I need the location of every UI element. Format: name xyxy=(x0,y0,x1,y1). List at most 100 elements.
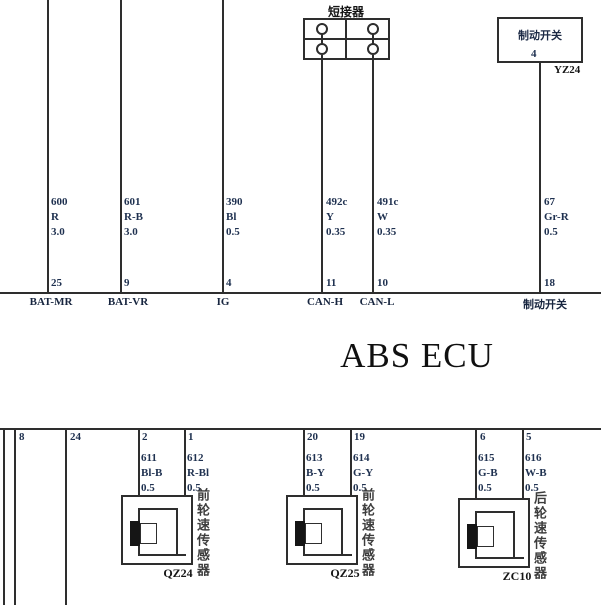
ecu-pin-25: 25 xyxy=(51,277,62,289)
circuit-number: 491c xyxy=(377,196,399,208)
ecu-pin-19: 19 xyxy=(354,431,365,443)
wire-color-code: Bl-B xyxy=(141,467,163,479)
abs-ecu-title: ABS ECU xyxy=(340,336,494,375)
jumper-contact-circle xyxy=(316,23,328,35)
jumper-link-right xyxy=(372,33,374,45)
wire-gauge: 0.35 xyxy=(377,226,397,238)
brake-switch-pin: 4 xyxy=(531,48,537,60)
brake-switch-box xyxy=(497,17,583,63)
ecu-pin-6: 6 xyxy=(480,431,486,443)
sensor-stub-zc10 xyxy=(513,557,524,559)
wire-492c xyxy=(321,55,323,292)
circuit-number: 600 xyxy=(51,196,68,208)
circuit-number: 613 xyxy=(306,452,323,464)
wire-label-614: 614 G-Y 0.5 xyxy=(353,451,373,496)
sensor-coil-qz25 xyxy=(303,508,343,556)
sensor-core-qz24 xyxy=(140,523,157,544)
wire-label-492c: 492c Y 0.35 xyxy=(326,195,347,240)
ecu-pin-2: 2 xyxy=(142,431,148,443)
jumper-contact-circle xyxy=(367,23,379,35)
wire-gauge: 0.5 xyxy=(187,482,201,494)
circuit-number: 492c xyxy=(326,196,348,208)
ecu-pin-10: 10 xyxy=(377,277,388,289)
sensor-stub-qz24 xyxy=(176,554,186,556)
wire-615 xyxy=(475,428,477,556)
terminal-ig: IG xyxy=(216,296,230,308)
wire-color-code: R-Bl xyxy=(187,467,209,479)
circuit-number: 67 xyxy=(544,196,555,208)
wire-color-code: Y xyxy=(326,211,334,223)
brake-switch-connector-code: YZ24 xyxy=(554,64,581,76)
jumper-contact-circle xyxy=(367,43,379,55)
circuit-number: 601 xyxy=(124,196,141,208)
wire-390 xyxy=(222,0,224,292)
ecu-pin-1: 1 xyxy=(188,431,194,443)
wire-gauge: 0.5 xyxy=(306,482,320,494)
sensor-name-qz24: 前轮速传感器 xyxy=(195,488,210,578)
ecu-pin-20: 20 xyxy=(307,431,318,443)
wire-601 xyxy=(120,0,122,292)
ecu-bottom-edge xyxy=(0,428,601,430)
ecu-pin-18: 18 xyxy=(544,277,555,289)
jumper-link-left xyxy=(321,33,323,45)
sensor-name-qz25: 前轮速传感器 xyxy=(360,488,375,578)
sensor-core-zc10 xyxy=(477,526,494,547)
connector-code-zc10: ZC10 xyxy=(502,569,532,583)
wire-pin-8 xyxy=(14,428,16,605)
wire-label-613: 613 B-Y 0.5 xyxy=(306,451,325,496)
sensor-stub-qz25 xyxy=(341,554,352,556)
circuit-number: 390 xyxy=(226,196,243,208)
circuit-number: 611 xyxy=(141,452,157,464)
ecu-pin-9: 9 xyxy=(124,277,130,289)
wire-label-390: 390 Bl 0.5 xyxy=(226,195,243,240)
ecu-pin-4: 4 xyxy=(226,277,232,289)
circuit-number: 614 xyxy=(353,452,370,464)
circuit-number: 615 xyxy=(478,452,495,464)
wire-label-601: 601 R-B 3.0 xyxy=(124,195,143,240)
wire-color-code: Bl xyxy=(226,211,237,223)
connector-code-qz25: QZ25 xyxy=(330,566,360,580)
wire-color-code: R-B xyxy=(124,211,143,223)
terminal-can-h: CAN-H xyxy=(306,296,344,308)
sensor-element-qz25 xyxy=(295,521,305,546)
wire-color-code: W xyxy=(377,211,388,223)
wire-gauge: 0.5 xyxy=(353,482,367,494)
sensor-name-zc10: 后轮速传感器 xyxy=(532,491,547,581)
terminal-brake-switch: 制动开关 xyxy=(523,299,567,311)
ecu-pin-24: 24 xyxy=(70,431,81,443)
wire-label-67: 67 Gr-R 0.5 xyxy=(544,195,569,240)
jumper-divider-horizontal xyxy=(303,38,390,40)
wire-gauge: 0.5 xyxy=(478,482,492,494)
wire-label-600: 600 R 3.0 xyxy=(51,195,68,240)
wire-color-code: G-B xyxy=(478,467,498,479)
wire-pin-24 xyxy=(65,428,67,605)
wire-color-code: G-Y xyxy=(353,467,374,479)
wire-gauge: 0.5 xyxy=(226,226,240,238)
wire-color-code: Gr-R xyxy=(544,211,569,223)
wire-600 xyxy=(47,0,49,292)
wire-gauge: 3.0 xyxy=(124,226,138,238)
wire-gauge: 3.0 xyxy=(51,226,65,238)
wire-label-615: 615 G-B 0.5 xyxy=(478,451,498,496)
wire-color-code: R xyxy=(51,211,59,223)
sensor-core-qz25 xyxy=(305,523,322,544)
wire-612 xyxy=(184,428,186,556)
wire-gauge: 0.5 xyxy=(525,482,539,494)
jumper-contact-circle xyxy=(316,43,328,55)
wire-611 xyxy=(138,428,140,556)
ecu-pin-11: 11 xyxy=(326,277,337,289)
sensor-element-qz24 xyxy=(130,521,140,546)
wire-label-612: 612 R-Bl 0.5 xyxy=(187,451,209,496)
wire-616 xyxy=(522,428,524,556)
connector-code-qz24: QZ24 xyxy=(163,566,193,580)
ecu-pin-8: 8 xyxy=(19,431,25,443)
circuit-number: 616 xyxy=(525,452,542,464)
ecu-pin-5: 5 xyxy=(526,431,532,443)
terminal-bat-vr: BAT-VR xyxy=(107,296,149,308)
wire-gauge: 0.35 xyxy=(326,226,346,238)
wire-gauge: 0.5 xyxy=(544,226,558,238)
wire-614 xyxy=(350,428,352,556)
wire-color-code: B-Y xyxy=(306,467,325,479)
terminal-bat-mr: BAT-MR xyxy=(29,296,73,308)
